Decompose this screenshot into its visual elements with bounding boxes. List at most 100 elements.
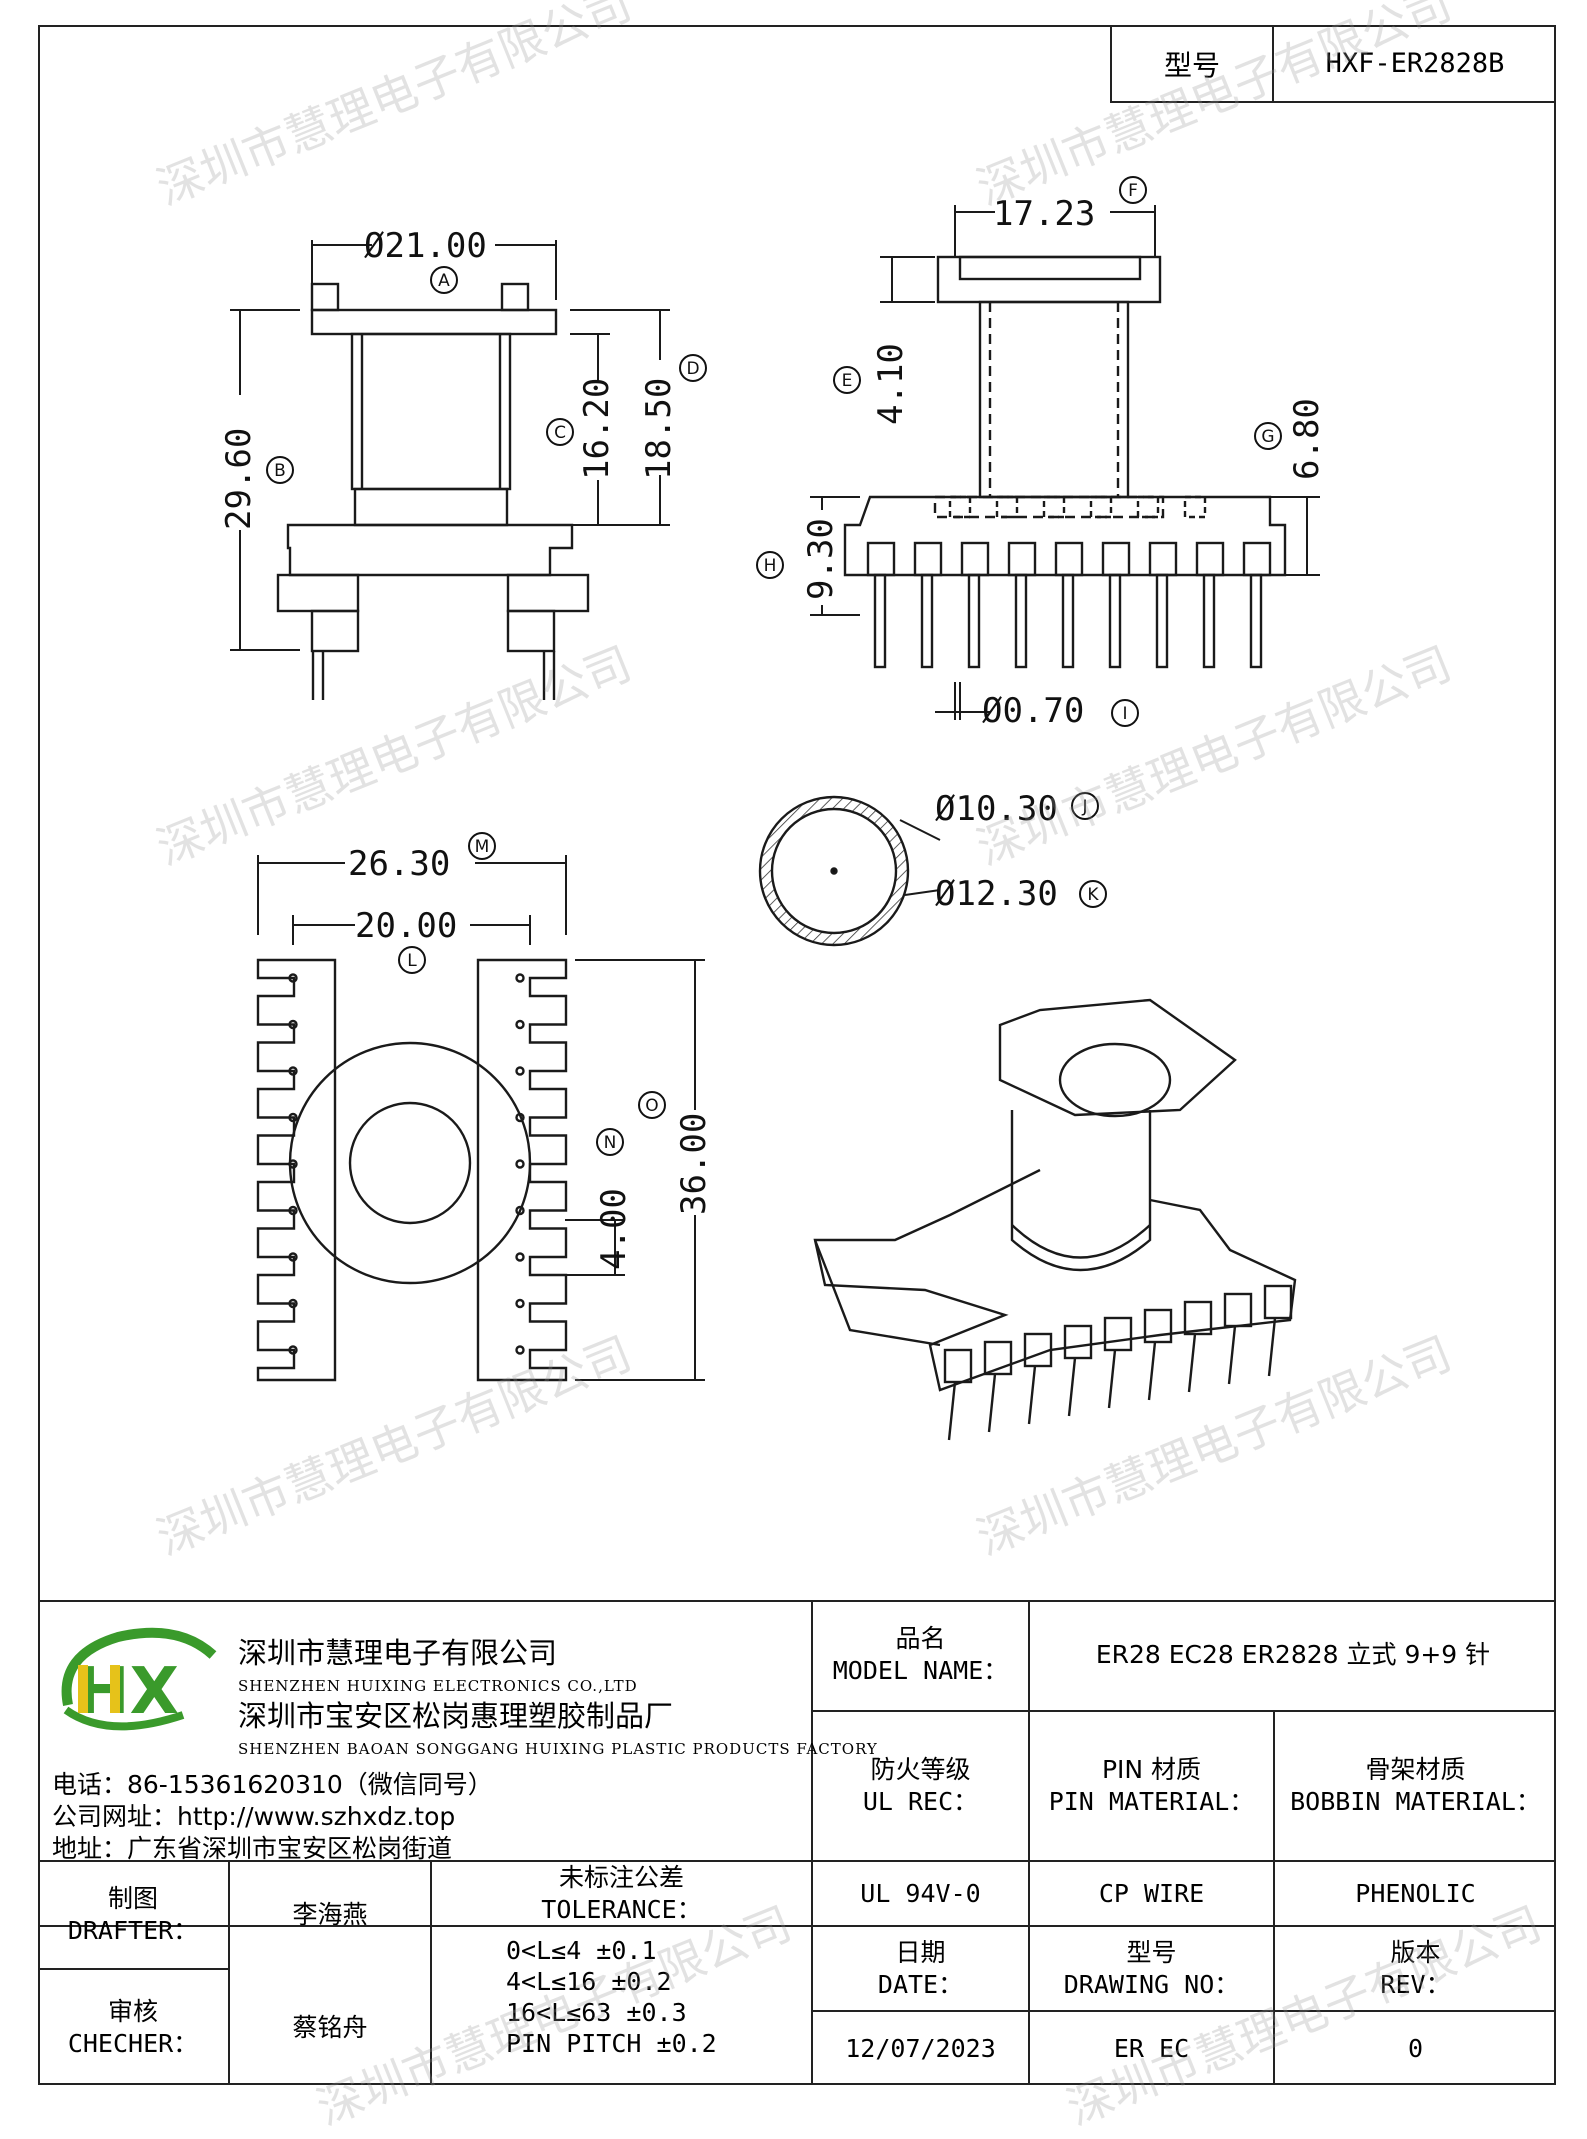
side-pin xyxy=(1061,573,1075,669)
iso-pin-block xyxy=(1023,1332,1053,1368)
tag-j: J xyxy=(1071,792,1099,820)
iso-pin-lead xyxy=(1107,1349,1117,1409)
fire-rating-value: UL 94V-0 xyxy=(860,1878,981,1908)
iso-pin-lead xyxy=(1147,1341,1157,1401)
tag-b: B xyxy=(266,456,294,484)
tag-m: M xyxy=(468,832,496,860)
iso-pin-block xyxy=(1183,1300,1213,1336)
tolerance-table: 0<L≤4 ±0.1 4<L≤16 ±0.2 16<L≤63 ±0.3 PIN … xyxy=(506,1935,717,2059)
top-pin-hole xyxy=(288,1019,298,1030)
svg-text:K: K xyxy=(1087,885,1099,905)
iso-pin-block xyxy=(943,1348,973,1384)
iso-pin-lead xyxy=(1267,1317,1277,1377)
side-pin xyxy=(873,573,887,669)
top-pin-hole xyxy=(515,973,525,983)
iso-pin-lead xyxy=(987,1373,997,1433)
svg-text:E: E xyxy=(842,371,853,391)
side-pin-seat xyxy=(960,541,990,577)
drawing-sheet xyxy=(38,25,1556,2085)
tolerance-row-3: 16<L≤63 ±0.3 xyxy=(506,1998,687,2027)
top-pin-hole xyxy=(515,1112,525,1123)
iso-pin-lead xyxy=(1187,1333,1197,1393)
side-pin xyxy=(1108,573,1122,669)
dim-h: 9.30 xyxy=(801,518,841,600)
contact-address: 地址：广东省深圳市宝安区松岗街道 xyxy=(52,1834,453,1863)
dim-l: 20.00 xyxy=(355,906,457,946)
top-pin-hole xyxy=(288,1205,298,1216)
top-pin-hole xyxy=(288,973,298,983)
dim-g: 6.80 xyxy=(1287,398,1327,480)
dim-a: Ø21.00 xyxy=(364,226,487,266)
cross-section xyxy=(758,795,910,947)
factory-name-cn: 深圳市宝安区松岗惠理塑胶制品厂 xyxy=(238,1699,674,1733)
technical-drawing: Ø21.00 17.23 Ø0.70 Ø10.30 Ø12.30 26.30 2… xyxy=(219,176,1327,1441)
side-pin-slot xyxy=(1136,495,1160,519)
revision-value: 0 xyxy=(1407,2033,1424,2063)
front-view xyxy=(276,282,590,700)
drawing-no-value: ER EC xyxy=(1113,2033,1190,2063)
svg-text:G: G xyxy=(1261,427,1274,447)
dim-f: 17.23 xyxy=(993,194,1095,234)
tag-f: F xyxy=(1119,176,1147,204)
iso-pin-lead xyxy=(947,1381,957,1441)
factory-name-en: SHENZHEN BAOAN SONGGANG HUIXING PLASTIC … xyxy=(238,1740,878,1758)
tolerance-row-1: 0<L≤4 ±0.1 xyxy=(506,1936,657,1965)
iso-pin-lead xyxy=(1227,1325,1237,1385)
tolerance-row-4: PIN PITCH ±0.2 xyxy=(506,2029,717,2058)
svg-text:B: B xyxy=(274,461,286,481)
side-pin-seat xyxy=(1195,541,1225,577)
svg-text:C: C xyxy=(554,423,566,443)
side-pin-seat xyxy=(1007,541,1037,577)
top-pin-hole xyxy=(515,1159,525,1169)
dim-n: 4.00 xyxy=(594,1188,634,1270)
side-pin-slot xyxy=(948,495,972,519)
side-pin-slot xyxy=(1042,495,1066,519)
top-pin-hole xyxy=(288,1252,298,1262)
tag-h: H xyxy=(756,551,784,579)
side-pin-slot xyxy=(1183,495,1207,519)
date-value: 12/07/2023 xyxy=(845,2033,996,2063)
svg-text:F: F xyxy=(1128,181,1138,201)
model-value: HXF-ER2828B xyxy=(1325,48,1505,79)
iso-pin-lead xyxy=(1067,1357,1077,1417)
company-logo: HX xyxy=(61,1627,217,1731)
side-pin xyxy=(920,573,934,669)
top-pin-hole xyxy=(288,1345,298,1355)
contact-website: 公司网址：http://www.szhxdz.top xyxy=(52,1802,456,1831)
iso-pin-block xyxy=(983,1340,1013,1376)
bobbin-material-value: PHENOLIC xyxy=(1355,1878,1476,1908)
side-pin xyxy=(1014,573,1028,669)
contact-phone: 电话：86-15361620310（微信同号） xyxy=(52,1770,493,1799)
company-name-en: SHENZHEN HUIXING ELECTRONICS CO.,LTD xyxy=(238,1677,638,1695)
side-pin-seat xyxy=(1148,541,1178,577)
tag-g: G xyxy=(1254,422,1282,450)
title-block: HX 深圳市慧理电子有限公司 SHENZHEN HUIXING ELECTRON… xyxy=(38,1600,1556,2085)
dim-i: Ø0.70 xyxy=(982,691,1084,731)
tag-c: C xyxy=(546,418,574,446)
logo-letters: HX xyxy=(76,1655,179,1729)
iso-pin-block xyxy=(1063,1324,1093,1360)
tag-n: N xyxy=(596,1128,624,1156)
top-pin-hole xyxy=(288,1159,298,1169)
drafter-name: 李海燕 xyxy=(292,1900,368,1929)
dim-k: Ø12.30 xyxy=(935,874,1058,914)
tag-o: O xyxy=(638,1091,666,1119)
side-pin-seat xyxy=(866,541,896,577)
tolerance-row-2: 4<L≤16 ±0.2 xyxy=(506,1967,672,1996)
side-view xyxy=(843,255,1287,669)
top-pin-hole xyxy=(515,1345,525,1355)
svg-text:O: O xyxy=(645,1096,658,1116)
model-header-box: 型号 HXF-ER2828B xyxy=(1110,26,1556,103)
top-pin-hole xyxy=(288,1298,298,1309)
dim-e: 4.10 xyxy=(871,343,911,425)
side-pin-seat xyxy=(1242,541,1272,577)
